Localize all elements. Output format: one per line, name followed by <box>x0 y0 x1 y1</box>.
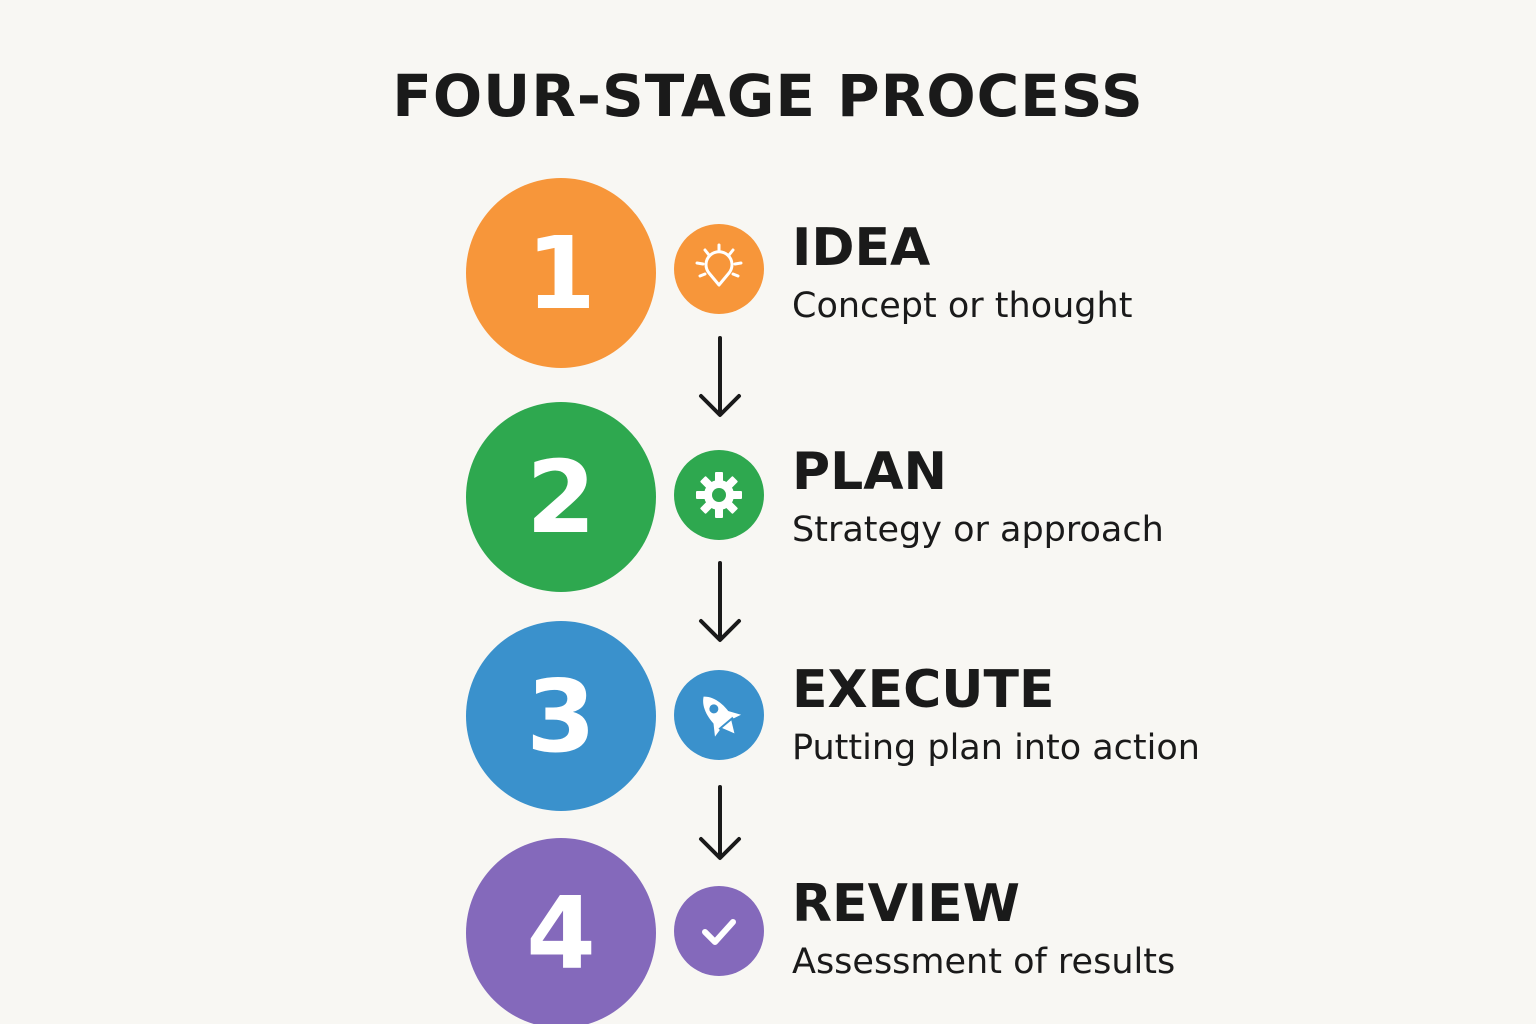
arrow-down-icon <box>699 785 741 860</box>
stage-2-icon-circle <box>674 450 764 540</box>
stage-2-title: PLAN <box>792 442 948 502</box>
stage-1-icon-circle <box>674 224 764 314</box>
checkmark-icon <box>702 919 736 945</box>
stage-3-icon-circle <box>674 670 764 760</box>
stage-4-description: Assessment of results <box>792 942 1176 982</box>
stage-1-title: IDEA <box>792 218 931 278</box>
stage-2-number-circle: 2 <box>466 402 656 592</box>
arrow-down-icon <box>699 561 741 642</box>
stage-4-icon-circle <box>674 886 764 976</box>
arrow-down-icon <box>699 336 741 417</box>
gear-icon <box>696 472 742 518</box>
stage-3-description: Putting plan into action <box>792 728 1200 768</box>
rocket-icon <box>703 696 742 737</box>
stage-2-number: 2 <box>526 438 596 556</box>
stage-3-number-circle: 3 <box>466 621 656 811</box>
stage-1-number: 1 <box>526 214 596 332</box>
diagram-title: FOUR-STAGE PROCESS <box>392 62 1144 130</box>
lightbulb-icon <box>695 243 743 287</box>
stage-4-title: REVIEW <box>792 874 1021 934</box>
stage-4-number-circle: 4 <box>466 838 656 1024</box>
stage-3-number: 3 <box>526 657 596 775</box>
stage-1-number-circle: 1 <box>466 178 656 368</box>
stage-2-description: Strategy or approach <box>792 510 1164 550</box>
stage-4-number: 4 <box>526 874 596 992</box>
stage-3-title: EXECUTE <box>792 660 1055 720</box>
stage-1-description: Concept or thought <box>792 286 1133 326</box>
